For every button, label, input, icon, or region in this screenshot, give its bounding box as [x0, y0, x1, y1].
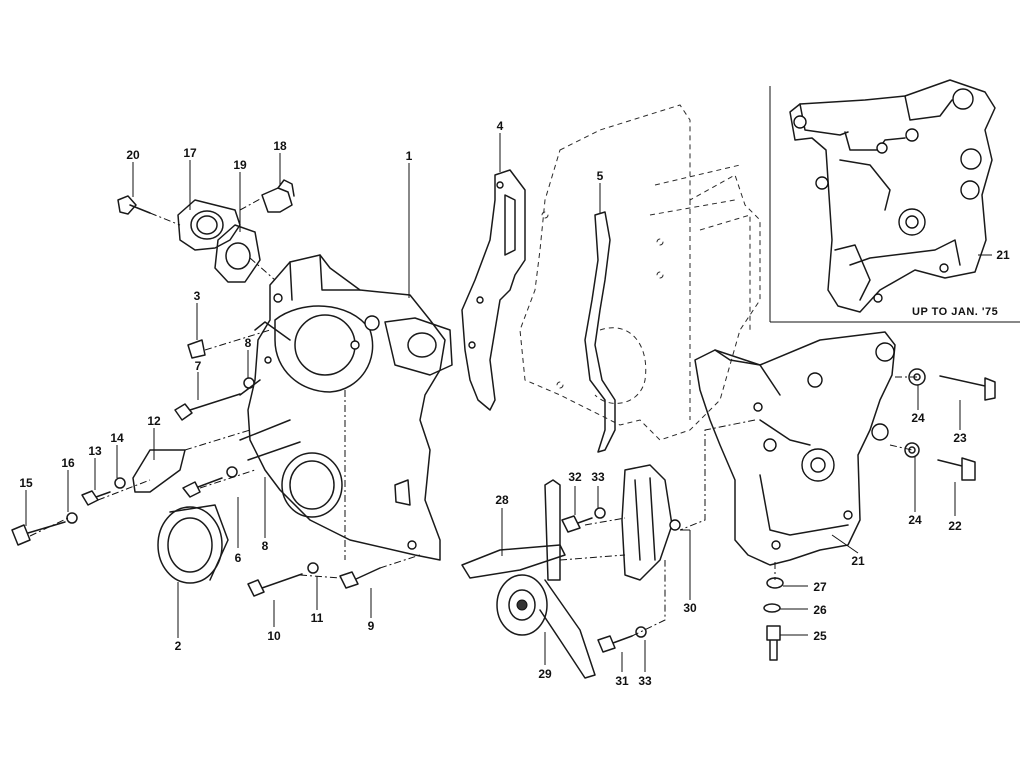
callout-2: 2 — [175, 639, 182, 653]
callout-25: 25 — [813, 629, 827, 643]
callout-12: 12 — [147, 414, 161, 428]
callout-20: 20 — [126, 148, 140, 162]
callout-16: 16 — [61, 456, 75, 470]
callout-7: 7 — [195, 359, 202, 373]
callout-23: 23 — [953, 431, 967, 445]
callout-8-upper: 8 — [245, 336, 252, 350]
callout-10: 10 — [267, 629, 281, 643]
inset-bracket — [789, 79, 996, 313]
housing-gasket — [214, 224, 261, 283]
callout-26: 26 — [813, 603, 827, 617]
callout-21-inset: 21 — [996, 248, 1010, 262]
callout-19: 19 — [233, 158, 247, 172]
thermostat-housing — [177, 199, 241, 251]
plug — [261, 179, 295, 213]
inset-caption: UP TO JAN. '75 — [912, 306, 998, 318]
callout-30: 30 — [683, 601, 697, 615]
bolts-center — [561, 507, 647, 653]
callout-31: 31 — [615, 674, 629, 688]
callout-1: 1 — [406, 149, 413, 163]
bracket-30 — [621, 464, 681, 581]
oil-seal — [157, 504, 229, 584]
callout-14: 14 — [110, 431, 124, 445]
bolts-left — [11, 339, 381, 597]
callout-numbers: 1 2 3 4 5 6 7 8 8 9 10 11 12 13 14 15 16… — [19, 119, 1010, 688]
callout-29: 29 — [538, 667, 552, 681]
front-cover — [239, 254, 453, 561]
callout-24-upper: 24 — [911, 411, 925, 425]
callout-22: 22 — [948, 519, 962, 533]
inset-panel: UP TO JAN. '75 — [769, 79, 1020, 323]
callout-32: 32 — [568, 470, 582, 484]
idler-pulley-assembly — [461, 479, 596, 679]
callout-33-upper: 33 — [591, 470, 605, 484]
callout-17: 17 — [183, 146, 197, 160]
callout-3: 3 — [194, 289, 201, 303]
callout-21-main: 21 — [851, 554, 865, 568]
leader-lines — [25, 133, 992, 672]
callout-27: 27 — [813, 580, 827, 594]
callout-9: 9 — [368, 619, 375, 633]
gasket-5 — [584, 211, 616, 453]
bolt-20 — [117, 195, 151, 215]
gasket-4 — [461, 169, 526, 411]
bolts-right — [763, 368, 996, 661]
mounting-bracket — [694, 331, 896, 566]
callout-28: 28 — [495, 493, 509, 507]
callout-5: 5 — [597, 169, 604, 183]
callout-33-lower: 33 — [638, 674, 652, 688]
callout-4: 4 — [497, 119, 504, 133]
callout-24-lower: 24 — [908, 513, 922, 527]
assembly-axes — [29, 197, 917, 637]
callout-8-lower: 8 — [262, 539, 269, 553]
callout-6: 6 — [235, 551, 242, 565]
callout-18: 18 — [273, 139, 287, 153]
callout-11: 11 — [311, 611, 324, 625]
callout-15: 15 — [19, 476, 33, 490]
callout-13: 13 — [88, 444, 102, 458]
engine-block-outline — [519, 104, 761, 441]
